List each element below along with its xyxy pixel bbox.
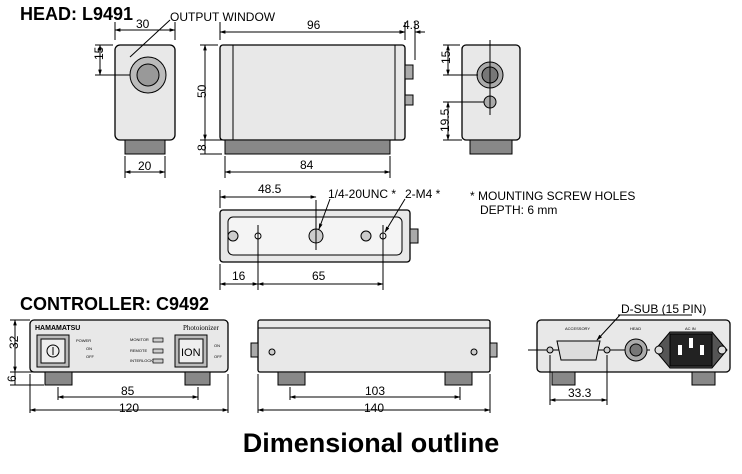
- dim-65: 65: [312, 269, 326, 283]
- dim-16: 16: [232, 269, 246, 283]
- controller-title: CONTROLLER: C9492: [20, 294, 209, 314]
- controller-rear-view: [528, 314, 731, 405]
- dsub-label: D-SUB (15 PIN): [621, 302, 706, 316]
- dim-30: 30: [136, 17, 150, 31]
- interlock-label: INTERLOCK: [130, 358, 153, 363]
- ion-button-label: ION: [181, 347, 201, 359]
- head-bottom-view: [219, 190, 419, 290]
- caption: Dimensional outline: [243, 428, 500, 458]
- dim-140: 140: [364, 401, 384, 415]
- head-side-view: [200, 22, 425, 178]
- head-title: HEAD: L9491: [20, 4, 133, 24]
- ac-in-label: AC IN: [685, 326, 696, 331]
- dim-84: 84: [300, 158, 314, 172]
- output-window-label: OUTPUT WINDOW: [170, 10, 276, 24]
- dim-15-front: 15: [92, 46, 106, 60]
- brand-logo: HAMAMATSU: [35, 325, 80, 332]
- ion-on-label: ON: [214, 343, 220, 348]
- dim-32: 32: [7, 335, 21, 349]
- dim-48-5: 48.5: [258, 182, 282, 196]
- power-label: POWER: [76, 338, 91, 343]
- dim-8: 8: [195, 144, 209, 151]
- m4-label: 2-M4 *: [405, 187, 441, 201]
- remote-label: REMOTE: [130, 348, 147, 353]
- dim-20: 20: [138, 159, 152, 173]
- note-line-1: * MOUNTING SCREW HOLES: [470, 189, 635, 203]
- unc-label: 1/4-20UNC *: [328, 187, 396, 201]
- dim-4-3: 4.3: [403, 18, 420, 32]
- head-rear-view: [443, 40, 521, 155]
- controller-side-view: [250, 319, 498, 413]
- dim-50: 50: [195, 84, 209, 98]
- dim-15-rear: 15: [439, 50, 453, 64]
- dim-120: 120: [119, 401, 139, 415]
- monitor-label: MONITOR: [130, 337, 149, 342]
- dim-103: 103: [365, 384, 385, 398]
- accessory-label: ACCESSORY: [565, 326, 590, 331]
- power-off-label: OFF: [86, 354, 95, 359]
- model-label: Photoionizer: [183, 324, 219, 332]
- power-on-label: ON: [86, 346, 92, 351]
- head-front-view: [95, 19, 176, 178]
- head-port-label: HEAD: [630, 326, 641, 331]
- dim-19-5: 19.5: [438, 108, 452, 132]
- controller-front-view: [10, 319, 229, 413]
- dim-33-3: 33.3: [568, 386, 592, 400]
- dim-96: 96: [307, 18, 321, 32]
- note-line-2: DEPTH: 6 mm: [480, 203, 557, 217]
- ion-off-label: OFF: [214, 354, 223, 359]
- dim-85: 85: [121, 384, 135, 398]
- dim-6: 6: [5, 375, 19, 382]
